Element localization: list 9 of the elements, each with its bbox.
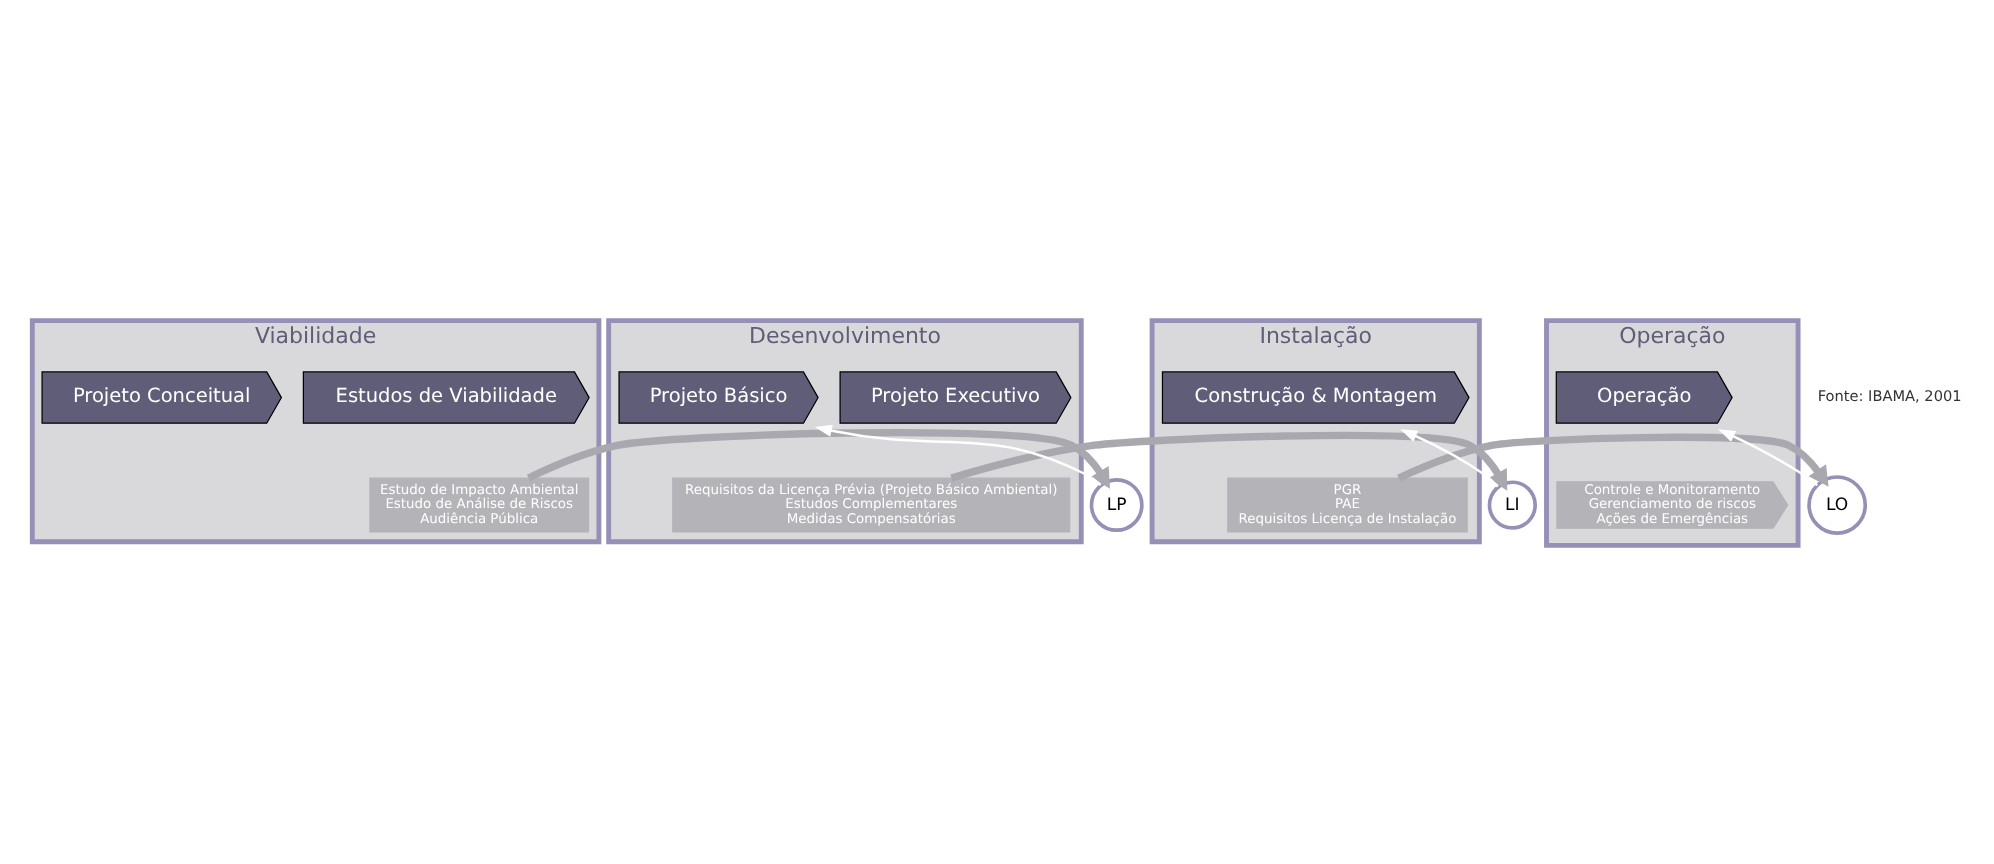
arrow bbox=[1397, 432, 1829, 486]
arrow bbox=[950, 430, 1508, 490]
arrow bbox=[814, 423, 1102, 485]
arrow bbox=[1400, 428, 1499, 487]
node-circle: LI bbox=[1487, 479, 1537, 529]
node-circle: LP bbox=[1089, 477, 1144, 532]
arrow bbox=[526, 427, 1111, 488]
node-circle: LO bbox=[1807, 474, 1868, 534]
arrow bbox=[1718, 428, 1818, 486]
